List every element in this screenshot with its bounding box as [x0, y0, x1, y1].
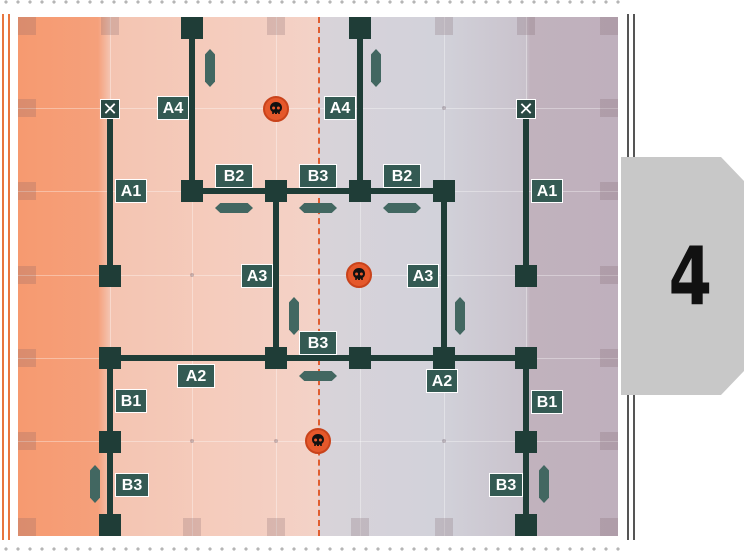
left-edge-line-2 [8, 14, 10, 540]
edge-marker [18, 266, 36, 284]
wall-node [515, 514, 537, 536]
wall [107, 355, 529, 361]
wall-node [349, 17, 371, 39]
edge-marker [517, 17, 535, 35]
wall-node [515, 265, 537, 287]
skull-glyph [353, 268, 365, 280]
edge-marker [18, 182, 36, 200]
edge-marker [600, 99, 618, 117]
wall-node [99, 431, 121, 453]
edge-marker [18, 518, 36, 536]
door-marker [205, 49, 215, 87]
label-b3-top: B3 [299, 164, 337, 188]
wall-node [99, 514, 121, 536]
door-marker [371, 49, 381, 87]
grid-dot [442, 439, 446, 443]
label-b2-right: B2 [383, 164, 421, 188]
wall-node [515, 347, 537, 369]
label-a4-right: A4 [324, 96, 356, 120]
label-a2-right: A2 [426, 369, 458, 393]
door-marker [299, 203, 337, 213]
edge-marker [600, 432, 618, 450]
edge-marker [600, 182, 618, 200]
edge-marker [183, 518, 201, 536]
dotted-border-bottom [0, 547, 625, 551]
grid-dot [190, 439, 194, 443]
edge-marker [18, 349, 36, 367]
label-b2-left: B2 [215, 164, 253, 188]
wall [523, 109, 529, 275]
wall-node [181, 180, 203, 202]
level-tab: 4 [621, 157, 744, 395]
edge-marker [600, 266, 618, 284]
grid-dot [274, 439, 278, 443]
label-a1-left: A1 [115, 179, 147, 203]
door-marker [539, 465, 549, 503]
wall-node [433, 180, 455, 202]
wall-node [181, 17, 203, 39]
wall [189, 17, 195, 193]
door-marker [215, 203, 253, 213]
label-a4-left: A4 [157, 96, 189, 120]
door-marker [289, 297, 299, 335]
skull-icon [346, 262, 372, 288]
edge-marker [600, 518, 618, 536]
label-b1-right: B1 [531, 390, 563, 414]
wall-node [349, 347, 371, 369]
door-marker [90, 465, 100, 503]
edge-marker [18, 17, 36, 35]
edge-marker [267, 17, 285, 35]
edge-marker [600, 349, 618, 367]
wall [441, 191, 447, 359]
wall-node [349, 180, 371, 202]
grid-dot [442, 106, 446, 110]
wall [107, 109, 113, 275]
edge-marker [18, 432, 36, 450]
door-marker [299, 371, 337, 381]
level-number: 4 [668, 229, 713, 323]
edge-marker [267, 518, 285, 536]
label-a3-right: A3 [407, 264, 439, 288]
label-a3-left: A3 [241, 264, 273, 288]
door-marker [455, 297, 465, 335]
label-a2-left: A2 [177, 364, 215, 388]
center-divider [318, 17, 320, 536]
wall-node [515, 431, 537, 453]
door-marker [383, 203, 421, 213]
edge-marker [435, 17, 453, 35]
label-b3-right: B3 [489, 473, 523, 497]
wall-node [265, 347, 287, 369]
wall [357, 17, 363, 193]
label-b3-mid: B3 [299, 331, 337, 355]
wall-node [99, 347, 121, 369]
left-edge-line-1 [2, 14, 4, 540]
grid-dot [190, 273, 194, 277]
dotted-border-top [0, 0, 625, 4]
edge-marker [351, 518, 369, 536]
grid-line [192, 17, 193, 536]
edge-marker [101, 17, 119, 35]
wall-node [99, 265, 121, 287]
label-b1-left: B1 [115, 389, 147, 413]
edge-marker [435, 518, 453, 536]
label-b3-left: B3 [115, 473, 149, 497]
wall [273, 191, 279, 359]
cross-icon: ✕ [516, 99, 536, 119]
skull-icon [263, 96, 289, 122]
edge-marker [600, 17, 618, 35]
skull-icon [305, 428, 331, 454]
skull-glyph [270, 102, 282, 114]
skull-glyph [312, 434, 324, 446]
game-board: ✕ ✕ A4 A4 B2 B3 B2 A1 A1 A3 A3 B3 A2 A2 … [18, 17, 618, 536]
label-a1-right: A1 [531, 179, 563, 203]
cross-icon: ✕ [100, 99, 120, 119]
wall-node [433, 347, 455, 369]
wall [189, 188, 447, 194]
edge-marker [18, 99, 36, 117]
wall-node [265, 180, 287, 202]
